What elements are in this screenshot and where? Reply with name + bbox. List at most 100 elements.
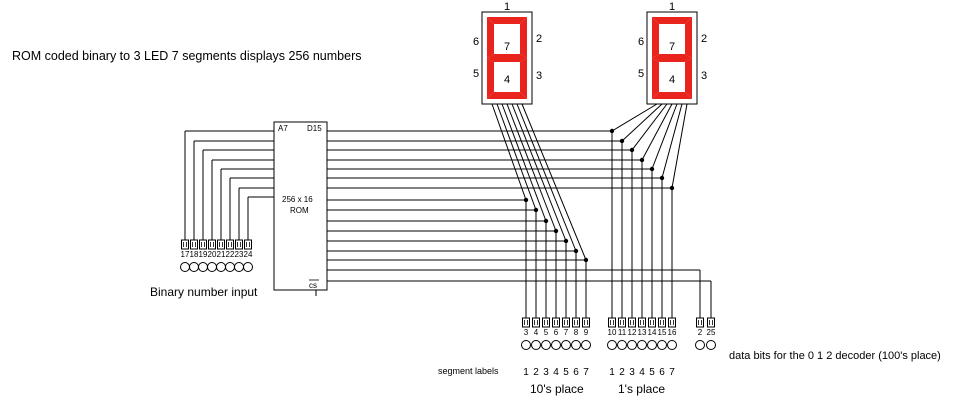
ones-segment-number-1: 1 <box>609 367 615 378</box>
decoder-pin-25: 25 <box>706 317 716 350</box>
ones-segment-number-4: 4 <box>639 367 645 378</box>
pin-number: 13 <box>638 328 647 337</box>
rom-chip: A7 D15 256 x 16 ROM cs <box>273 121 328 296</box>
tens-segment-wire <box>506 103 557 232</box>
ones-pin-11: 11 <box>617 317 627 350</box>
input-pin-18: 18 <box>189 239 199 272</box>
tens-segment-number-2: 2 <box>533 367 539 378</box>
terminal-circle <box>207 262 217 272</box>
tens-pin-8: 8 <box>571 317 581 350</box>
terminal-circle <box>521 340 531 350</box>
display-label-5: 5 <box>473 68 479 80</box>
terminal-circle <box>581 340 591 350</box>
display-label-top: 1 <box>504 1 510 13</box>
display-label-top: 1 <box>669 1 675 13</box>
tens-segment-number-4: 4 <box>553 367 559 378</box>
terminal-circle <box>180 262 190 272</box>
terminal-circle <box>637 340 647 350</box>
connector-body <box>522 317 530 328</box>
ones-segment-number-2: 2 <box>619 367 625 378</box>
pin-number: 8 <box>574 328 579 337</box>
input-caption: Binary number input <box>150 285 258 299</box>
connector-body <box>638 317 646 328</box>
connector-body <box>208 239 216 250</box>
rom-label-size: 256 x 16 <box>282 195 313 204</box>
tens-segment-number-6: 6 <box>573 367 579 378</box>
pin-number: 7 <box>564 328 569 337</box>
connector-body <box>217 239 225 250</box>
pin-number: 4 <box>534 328 539 337</box>
display-label-4: 4 <box>669 74 675 86</box>
terminal-circle <box>198 262 208 272</box>
tens-segment-wire <box>491 103 527 201</box>
tens-segment-wire <box>501 103 547 222</box>
tens-segment-wire <box>516 103 577 252</box>
ones-segment-wire <box>631 103 668 151</box>
segment-c <box>520 58 527 99</box>
ones-segment-number-3: 3 <box>629 367 635 378</box>
segment-d <box>487 92 527 99</box>
tens-segment-wire <box>521 103 587 261</box>
ones-segment-number-5: 5 <box>649 367 655 378</box>
display-label-2: 2 <box>536 33 542 45</box>
segment-g <box>487 54 527 62</box>
terminal-circle <box>647 340 657 350</box>
tens-pin-7: 7 <box>561 317 571 350</box>
input-pin-22: 22 <box>225 239 235 272</box>
ones-pin-12: 12 <box>627 317 637 350</box>
decoder-caption: data bits for the 0 1 2 decoder (100's p… <box>729 350 941 362</box>
terminal-circle <box>695 340 705 350</box>
diagram-title: ROM coded binary to 3 LED 7 segments dis… <box>12 49 361 63</box>
display-label-7: 7 <box>504 41 510 53</box>
ones-segment-wire <box>651 103 678 170</box>
terminal-circle <box>216 262 226 272</box>
pin-number: 24 <box>244 250 253 259</box>
tens-place-caption: 10's place <box>530 382 584 396</box>
display-label-5: 5 <box>638 68 644 80</box>
connector-body <box>235 239 243 250</box>
pin-number: 6 <box>554 328 559 337</box>
terminal-circle <box>531 340 541 350</box>
ones-segment-number-6: 6 <box>659 367 665 378</box>
terminal-circle <box>657 340 667 350</box>
connector-body <box>181 239 189 250</box>
rom-pin-d15: D15 <box>307 124 322 133</box>
ones-segment-wire <box>611 103 658 132</box>
terminal-circle <box>234 262 244 272</box>
segment-c <box>685 58 692 99</box>
tens-segment-number-3: 3 <box>543 367 549 378</box>
tens-segment-wire <box>496 103 537 211</box>
connector-body <box>562 317 570 328</box>
connector-body <box>226 239 234 250</box>
decoder-pin-2: 2 <box>695 317 705 350</box>
display-label-6: 6 <box>473 36 479 48</box>
connector-body <box>648 317 656 328</box>
terminal-circle <box>607 340 617 350</box>
connector-body <box>668 317 676 328</box>
rom-pin-a7: A7 <box>278 124 288 133</box>
connector-body <box>628 317 636 328</box>
display-label-2: 2 <box>701 33 707 45</box>
rom-pin-cs: cs <box>309 281 317 290</box>
pin-number: 17 <box>181 250 190 259</box>
pin-number: 20 <box>208 250 217 259</box>
terminal-circle <box>189 262 199 272</box>
pin-number: 19 <box>199 250 208 259</box>
display-label-6: 6 <box>638 36 644 48</box>
pin-number: 11 <box>618 328 627 337</box>
tens-pin-5: 5 <box>541 317 551 350</box>
segment-f <box>487 17 494 58</box>
connector-body <box>199 239 207 250</box>
segment-f <box>652 17 659 58</box>
pin-number: 21 <box>217 250 226 259</box>
rom-label-type: ROM <box>290 206 309 215</box>
pin-number: 22 <box>226 250 235 259</box>
tens-pin-3: 3 <box>521 317 531 350</box>
tens-pin-6: 6 <box>551 317 561 350</box>
pin-number: 14 <box>648 328 657 337</box>
segment-a <box>652 17 692 24</box>
ones-segment-wire <box>671 103 688 189</box>
